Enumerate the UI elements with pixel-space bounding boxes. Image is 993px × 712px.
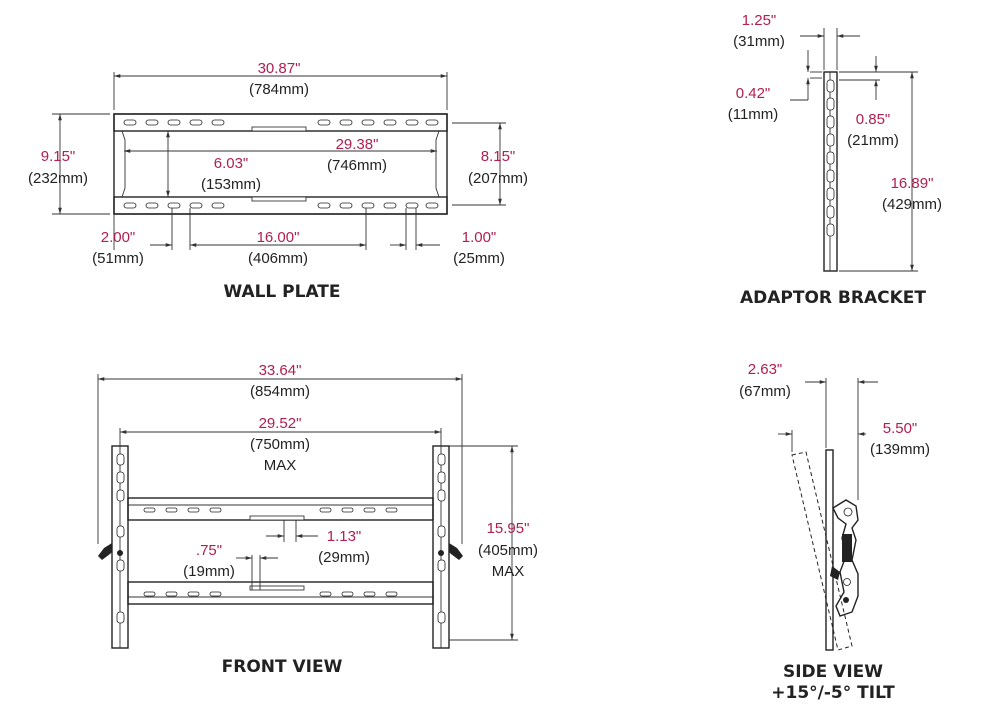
ab-height-mm: (429mm) <box>882 196 942 213</box>
ab-edge-mm: (11mm) <box>728 106 779 123</box>
wp-slot-mm: (25mm) <box>453 250 505 267</box>
adaptor-bracket-shape <box>823 71 838 272</box>
wall-plate-shape <box>113 113 448 215</box>
wp-height-in: 9.15" <box>41 148 76 165</box>
ab-width-in: 1.25" <box>742 12 777 29</box>
fv-max-height-note: MAX <box>492 563 525 580</box>
fv-max-width-note: MAX <box>264 457 297 474</box>
right-tilt-knob-icon <box>449 543 463 560</box>
wp-inner-width-in: 29.38" <box>336 136 379 153</box>
sv-max-depth-in: 5.50" <box>883 420 918 437</box>
wp-slot-in: 1.00" <box>462 229 497 246</box>
fv-max-height-in: 15.95" <box>487 520 530 537</box>
left-tilt-knob-icon <box>98 543 112 560</box>
wall-plate-panel: 30.87" (784mm) 29.38" (746mm) 6.03" (153… <box>28 60 528 302</box>
fv-offset-b-mm: (29mm) <box>318 549 370 566</box>
ab-slot-in: 0.85" <box>856 111 891 128</box>
wall-plate-dimension-lines <box>52 72 506 250</box>
sv-max-depth-mm: (139mm) <box>870 441 930 458</box>
side-view-panel: 2.63" (67mm) 5.50" (139mm) SIDE VIEW +15… <box>739 361 930 703</box>
front-rail-slots <box>143 507 398 597</box>
side-view-dimension-lines <box>778 378 878 500</box>
front-view-panel: 33.64" (854mm) 29.52" (750mm) MAX 1.13" … <box>97 362 538 677</box>
sv-min-depth-in: 2.63" <box>748 361 783 378</box>
front-view-dimension-lines <box>97 374 518 641</box>
ab-edge-in: 0.42" <box>736 85 771 102</box>
adaptor-bracket-panel: 1.25" (31mm) 0.42" (11mm) 0.85" (21mm) 1… <box>728 12 942 308</box>
front-upright-slots <box>116 453 446 624</box>
wp-edge-gap-in: 2.00" <box>101 229 136 246</box>
wall-plate-top-slots <box>123 119 439 132</box>
adaptor-bracket-slots <box>826 79 835 237</box>
fv-overall-mm: (854mm) <box>250 383 310 400</box>
wall-plate-title: WALL PLATE <box>223 282 340 302</box>
fv-max-width-in: 29.52" <box>259 415 302 432</box>
wp-inner-width-mm: (746mm) <box>327 157 387 174</box>
fv-offset-a-mm: (19mm) <box>183 563 235 580</box>
fv-offset-a-in: .75" <box>196 542 222 559</box>
sv-min-depth-mm: (67mm) <box>739 383 791 400</box>
side-view-title: SIDE VIEW <box>783 662 883 682</box>
fv-offset-b-in: 1.13" <box>327 528 362 545</box>
front-view-shape <box>98 445 463 649</box>
adaptor-bracket-dimension-lines <box>790 28 918 272</box>
wp-width-mm: (784mm) <box>249 81 309 98</box>
fv-max-height-mm: (405mm) <box>478 542 538 559</box>
side-view-shape <box>791 449 859 651</box>
wp-inner-height-in: 6.03" <box>214 155 249 172</box>
wp-stud-span-in: 16.00" <box>257 229 300 246</box>
wp-stud-span-mm: (406mm) <box>248 250 308 267</box>
wp-height-mm: (232mm) <box>28 170 88 187</box>
ab-width-mm: (31mm) <box>733 33 785 50</box>
wall-plate-bottom-slots <box>123 196 439 209</box>
adaptor-bracket-title: ADAPTOR BRACKET <box>740 288 926 308</box>
front-view-title: FRONT VIEW <box>222 657 343 677</box>
wp-width-in: 30.87" <box>258 60 301 77</box>
fv-overall-in: 33.64" <box>259 362 302 379</box>
wp-rail-height-in: 8.15" <box>481 148 516 165</box>
ab-slot-mm: (21mm) <box>847 132 899 149</box>
wp-rail-height-mm: (207mm) <box>468 170 528 187</box>
wp-edge-gap-mm: (51mm) <box>92 250 144 267</box>
ab-height-in: 16.89" <box>891 175 934 192</box>
fv-max-width-mm: (750mm) <box>250 436 310 453</box>
side-view-subtitle: +15°/-5° TILT <box>771 683 895 703</box>
wp-inner-height-mm: (153mm) <box>201 176 261 193</box>
